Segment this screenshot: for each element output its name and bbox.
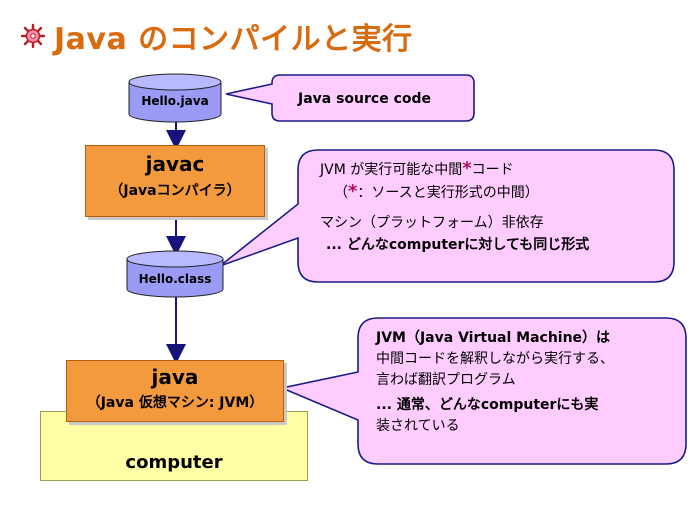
javac-box: javac （Javaコンパイラ） xyxy=(85,145,265,217)
computer-box: computer xyxy=(40,411,308,481)
jvm-line-1: JVM（Java Virtual Machine）は xyxy=(376,330,611,346)
callout-bytecode xyxy=(219,149,675,283)
class-file-label: Hello.class xyxy=(138,272,212,286)
callout-bytecode-text: JVM が実行可能な中間*コード （*：ソースと実行形式の中間） マシン（プラッ… xyxy=(320,158,589,256)
bytecode-line-2: （*：ソースと実行形式の中間） xyxy=(334,181,539,202)
jvm-line-4: ... 通常、どんなcomputerにも実 xyxy=(376,397,599,413)
computer-label: computer xyxy=(125,452,223,473)
jvm-line-5: 装されている xyxy=(376,418,460,434)
jvm-box: java （Java 仮想マシン: JVM） xyxy=(66,360,284,422)
bytecode-line-1: JVM が実行可能な中間*コード xyxy=(320,158,514,179)
source-file-cylinder: Hello.java xyxy=(127,73,223,123)
title-row: Java のコンパイルと実行 xyxy=(20,14,413,58)
jvm-label: java xyxy=(151,365,199,389)
callout-jvm-text: JVM（Java Virtual Machine）は 中間コードを解釈しながら実… xyxy=(376,328,614,437)
bytecode-line-3: マシン（プラットフォーム）非依存 xyxy=(320,215,544,231)
gear-icon xyxy=(20,23,46,49)
star-mark-2: * xyxy=(348,181,358,202)
javac-label: javac xyxy=(145,152,205,176)
javac-sub-label: （Javaコンパイラ） xyxy=(109,183,241,199)
page-title: Java のコンパイルと実行 xyxy=(54,22,413,57)
jvm-line-3: 言わば翻訳プログラム xyxy=(376,372,516,388)
star-mark: * xyxy=(462,158,472,179)
jvm-sub-label: （Java 仮想マシン: JVM） xyxy=(86,395,264,411)
source-file-label: Hello.java xyxy=(141,94,209,108)
jvm-line-2: 中間コードを解釈しながら実行する、 xyxy=(376,351,614,367)
callout-source xyxy=(225,74,475,122)
callout-jvm xyxy=(279,317,687,465)
class-file-cylinder: Hello.class xyxy=(125,250,225,298)
bytecode-line-4: ... どんなcomputerに対しても同じ形式 xyxy=(326,237,590,253)
callout-source-text: Java source code xyxy=(298,91,432,107)
